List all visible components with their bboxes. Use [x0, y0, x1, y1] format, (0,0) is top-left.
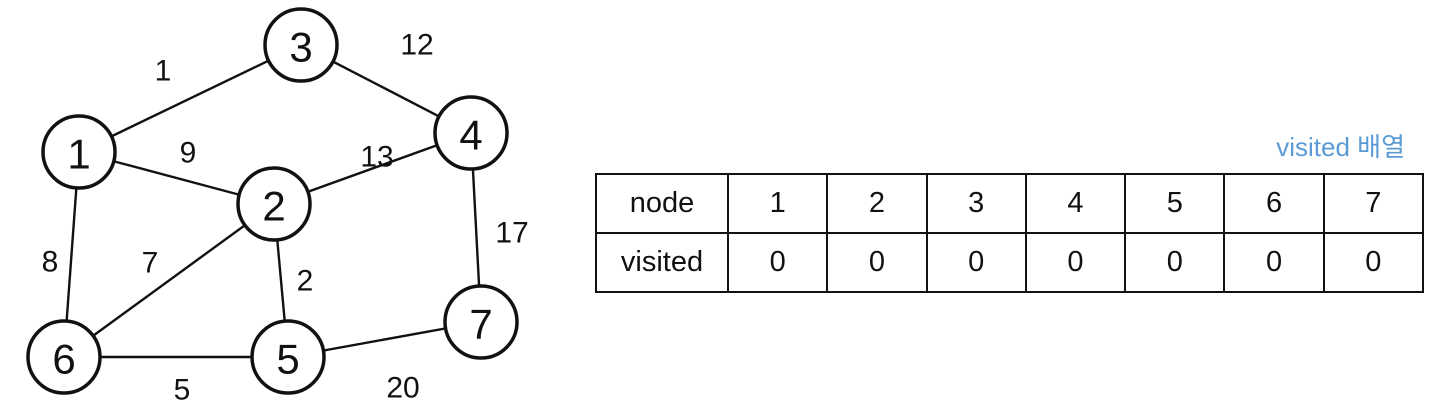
edge-weight-2-4: 13	[360, 141, 393, 174]
edge-weight-1-6: 8	[42, 246, 59, 279]
table-cell-visited-2: 0	[826, 232, 928, 293]
edge-weight-2-5: 2	[297, 265, 314, 298]
edge-weight-4-7: 17	[495, 217, 528, 250]
graph-node-label-4: 4	[459, 112, 482, 159]
graph-node-label-5: 5	[276, 336, 299, 383]
row-label-node: node	[595, 173, 729, 234]
row-label-visited: visited	[595, 232, 729, 293]
table-cell-node-2: 2	[826, 173, 928, 234]
table-cell-visited-1: 0	[726, 232, 829, 293]
graph-node-6	[26, 319, 102, 395]
edge-weight-3-4: 12	[400, 29, 433, 62]
edge-weight-1-2: 9	[180, 137, 197, 170]
graph-node-2	[236, 166, 312, 242]
table-cell-visited-3: 0	[925, 232, 1027, 293]
edge-weight-5-7: 20	[386, 372, 419, 405]
table-cell-visited-4: 0	[1024, 232, 1127, 293]
edge-weight-1-3: 1	[155, 55, 172, 88]
graph-edge-2-6	[62, 202, 276, 359]
graph-node-label-3: 3	[289, 24, 312, 71]
graph-node-label-7: 7	[469, 301, 492, 348]
table-cell-node-6: 6	[1223, 173, 1325, 234]
graph-node-label-2: 2	[262, 183, 285, 230]
table-cell-node-3: 3	[925, 173, 1027, 234]
graph-node-label-1: 1	[67, 131, 90, 178]
graph-node-1	[41, 114, 117, 190]
table-cell-node-5: 5	[1124, 173, 1226, 234]
graph-node-5	[250, 319, 326, 395]
table-cell-node-7: 7	[1322, 173, 1425, 234]
edge-weight-6-5: 5	[174, 374, 191, 407]
graph-node-label-6: 6	[52, 336, 75, 383]
table-cell-visited-5: 0	[1124, 232, 1226, 293]
graph-node-4	[433, 95, 509, 171]
table-cell-visited-7: 0	[1322, 232, 1425, 293]
table-cell-node-4: 4	[1024, 173, 1127, 234]
table-cell-visited-6: 0	[1223, 232, 1325, 293]
graph-node-7	[443, 284, 519, 360]
graph-edge-1-3	[77, 43, 303, 154]
visited-array-caption: visited 배열	[1276, 132, 1405, 162]
graph-node-3	[263, 7, 339, 83]
table-cell-node-1: 1	[726, 173, 829, 234]
edge-weight-2-6: 7	[142, 247, 159, 280]
